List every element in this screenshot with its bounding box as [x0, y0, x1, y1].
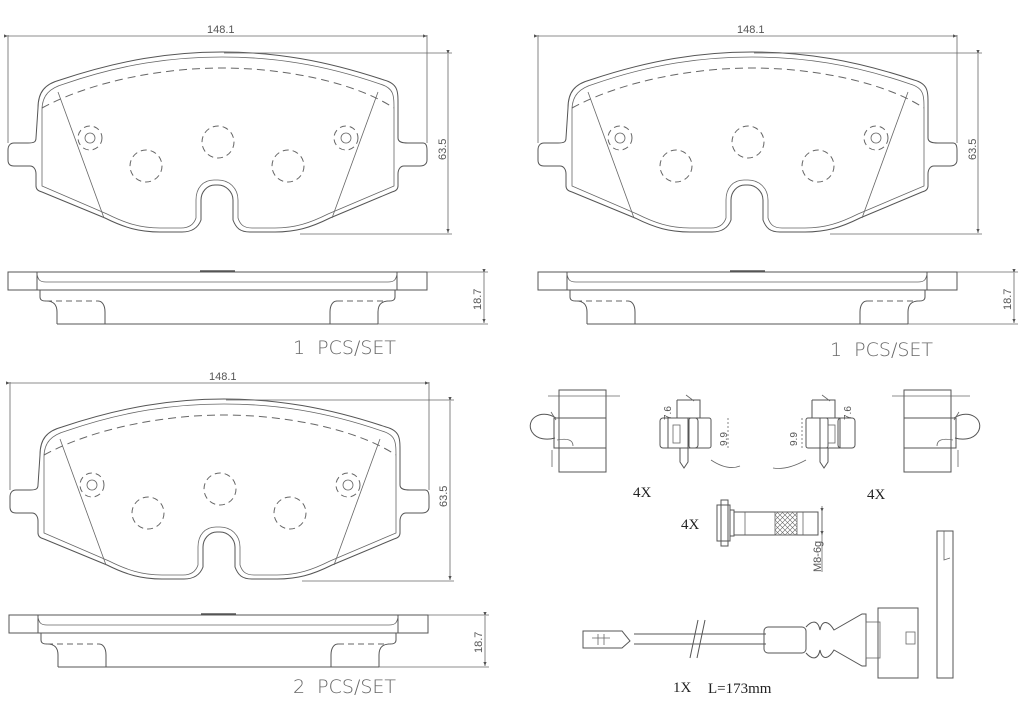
wear-sensor [582, 530, 954, 679]
bolt-thread-label: M8-6g [812, 541, 824, 572]
clip-inner-left[interactable]: 7.6 9.9 [659, 394, 741, 469]
width-dim-label: 148.1 [737, 24, 765, 36]
thickness-dim-label: 18.7 [1002, 289, 1014, 310]
sensor-length: L=173mm [708, 681, 772, 697]
bolt-qty: 4X [681, 517, 700, 533]
pad-top-right-face: 148.1 63.5 [538, 24, 982, 234]
qty-label: 2 PCS/SET [293, 676, 396, 698]
clip-outer-left [529, 389, 620, 473]
width-dim-label: 148.1 [209, 371, 237, 383]
height-dim-label: 63.5 [438, 486, 450, 507]
pad-top-left-face: 148.1 63.5 [8, 24, 452, 234]
pad-top-left-side: 18.7 1 PCS/SET [8, 271, 488, 359]
clip-height-b: 9.9 [789, 432, 800, 446]
height-dim-label: 63.5 [967, 139, 979, 160]
clip-outer-right [892, 389, 981, 473]
clip-height-a: 7.6 [663, 406, 674, 420]
qty-label: 1 PCS/SET [293, 337, 396, 359]
width-dim-label: 148.1 [207, 24, 235, 36]
height-dim-label: 63.5 [437, 139, 449, 160]
pad-top-right-side: 18.7 1 PCS/SET [538, 271, 1018, 361]
clip-height-a: 7.6 [843, 406, 854, 420]
pad-bottom-left-side: 18.7 2 PCS/SET [9, 614, 489, 698]
thickness-dim-label: 18.7 [472, 289, 484, 310]
sensor-qty: 1X [673, 680, 692, 696]
clip-inner-right[interactable]: 9.9 7.6 [772, 394, 856, 469]
clip-qty-right: 4X [867, 487, 886, 503]
clip-height-b: 9.9 [719, 432, 730, 446]
clip-qty-left: 4X [633, 485, 652, 501]
guide-bolt: M8-6g [716, 499, 824, 572]
qty-label: 1 PCS/SET [830, 339, 933, 361]
thickness-dim-label: 18.7 [473, 632, 485, 653]
pad-bottom-left-face: 148.1 63.5 [10, 371, 454, 581]
